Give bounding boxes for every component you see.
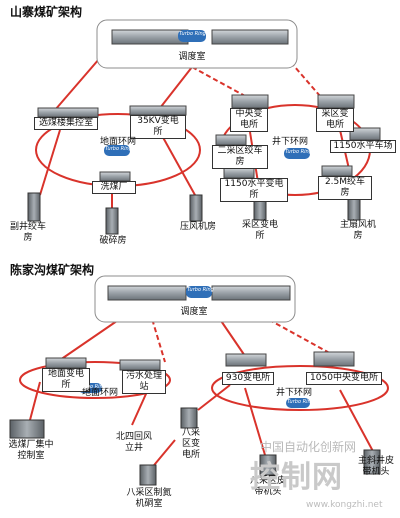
- rail-eight-room: [139, 464, 157, 486]
- node-mining2: 二采区绞车房: [212, 145, 268, 169]
- switch-collect: [37, 107, 99, 118]
- node-l1150b: 1150水平变电所: [220, 178, 288, 202]
- endpoint-compressor: 压风机房: [179, 222, 216, 232]
- endpoint-crusher: 破碎房: [99, 236, 127, 246]
- ring-underground-s2: [211, 365, 389, 411]
- node-surface-sub: 地面变电所: [42, 368, 90, 392]
- endpoint-mine-sub: 采区变电所: [241, 220, 278, 241]
- section2-title: 陈家沟煤矿架构: [10, 263, 95, 277]
- ring-label-underground-s2: 井下环网: [276, 388, 313, 398]
- switch-sewage: [119, 359, 161, 371]
- node-1050: 1050中央变电所: [306, 372, 382, 385]
- turbo-badge-text-s1-top: Turbo Ring: [179, 31, 206, 37]
- switch-kv35: [129, 105, 187, 116]
- link2-wash: [29, 381, 41, 421]
- switch-l1150a: [349, 127, 381, 141]
- rail-north: [180, 407, 198, 429]
- turbo-badge-s2-under: [286, 398, 310, 408]
- switch-m25: [321, 165, 353, 177]
- turbo-ring-badges: [78, 30, 310, 408]
- endpoint-eight-sub: 八采区变电所: [181, 428, 200, 460]
- turbo-badge-text-s2-surface: Turbo Ring: [79, 384, 106, 390]
- rail-winch: [27, 192, 41, 222]
- link2-control-to-1050: [254, 311, 336, 357]
- node-center: 中央变电所: [230, 108, 268, 132]
- link2-eight-sub: [197, 384, 231, 411]
- endpoint-eight-head: 八采区皮带机头: [249, 476, 286, 497]
- turbo-badge-text-s2-top: Turbo Ring: [187, 287, 214, 293]
- endpoint-wash: 选煤厂集中控制室: [8, 440, 54, 461]
- switch-mining: [317, 94, 355, 109]
- node-collect: 选煤楼集控室: [34, 117, 98, 130]
- turbo-badge-text-s1-under: Turbo Ring: [285, 149, 312, 155]
- ring-label-underground-s1: 井下环网: [272, 137, 309, 147]
- turbo-badge-text-s1-surface: Turbo Ring: [105, 146, 132, 152]
- turbo-badge-text-s2-under: Turbo Ring: [287, 399, 314, 405]
- rail-crusher: [105, 207, 119, 235]
- node-930: 930变电所: [222, 372, 274, 385]
- node-washery: 洗煤厂: [92, 181, 136, 194]
- endpoint-main-belt: 主斜井皮带机头: [357, 456, 394, 477]
- section1-devices: [27, 19, 381, 235]
- section2-devices: [9, 275, 381, 486]
- switch-l1150b: [223, 167, 255, 179]
- turbo-badge-s1-under: [284, 148, 310, 159]
- rail-main-belt: [363, 449, 381, 475]
- link2-eight-head: [244, 387, 266, 456]
- ring-label-surface-s1: 地面环网: [100, 137, 137, 147]
- link-collect-down: [39, 129, 61, 196]
- watermark-url: www.kongzhi.net: [306, 500, 383, 510]
- core-switch-right-s2: [211, 285, 291, 301]
- core-switch-left-s1: [111, 29, 189, 45]
- turbo-badge-s2-top: [186, 286, 212, 298]
- core-switch-right-s1: [211, 29, 289, 45]
- watermark-line1: 中国自动化创新网: [260, 440, 357, 454]
- endpoint-eight-room: 八采区制氮机硐室: [126, 488, 172, 509]
- turbo-badge-s1-surface: [104, 145, 130, 156]
- link-kv35-down: [159, 131, 196, 196]
- switch-center: [231, 94, 269, 109]
- node-mining: 采区变电所: [316, 108, 354, 132]
- rail-compressor: [189, 194, 203, 222]
- endpoint-fan: 主扇风机房: [339, 220, 376, 241]
- control-room-label-s1: 调度室: [178, 52, 206, 62]
- node-sewage: 污水处理站: [122, 370, 166, 394]
- ring-label-surface-s2: 地面环网: [82, 388, 119, 398]
- rail-wash: [9, 419, 45, 439]
- endpoint-north: 北四回风立井: [116, 432, 153, 453]
- switch-washery: [99, 171, 131, 182]
- switch-surface-sub: [45, 357, 87, 369]
- endpoint-winch: 副井绞车房: [9, 222, 46, 243]
- node-kv35: 35KV变电所: [130, 115, 186, 139]
- watermark-logo: 控制网: [250, 460, 343, 495]
- switch-1050: [313, 351, 355, 367]
- control-room-label-s2: 调度室: [180, 307, 208, 317]
- node-l1150a: 1150水平车场: [330, 140, 396, 153]
- core-switch-left-s2: [107, 285, 187, 301]
- turbo-badge-s1-top: [178, 30, 206, 42]
- switch-930: [225, 353, 267, 367]
- node-m25: 2.5M绞车房: [318, 176, 372, 200]
- switch-mining2: [215, 134, 247, 146]
- section1-title: 山寨煤矿架构: [10, 5, 83, 19]
- ring-surface-s2: [19, 361, 171, 399]
- rail-eight-head: [259, 454, 277, 476]
- link2-main-belt: [339, 389, 376, 456]
